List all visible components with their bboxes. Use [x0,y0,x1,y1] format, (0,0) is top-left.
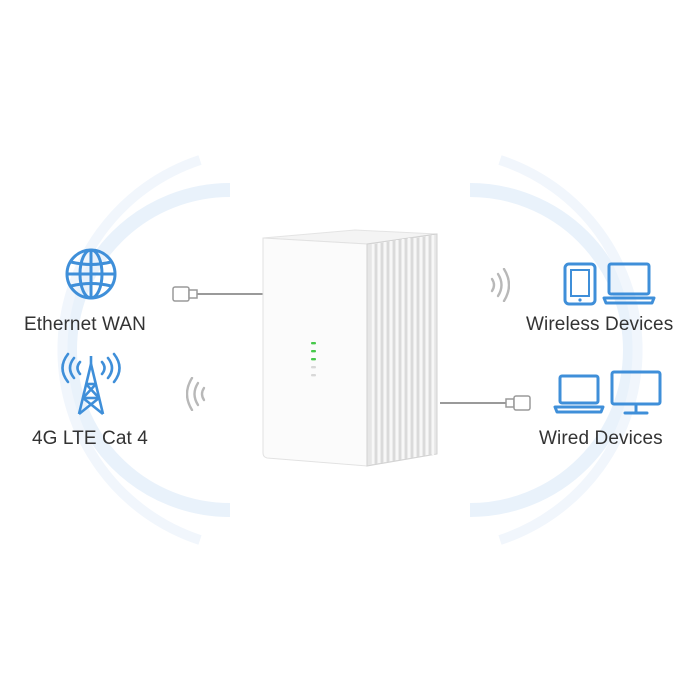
desktop-monitor-icon [610,370,662,415]
ethernet-plug-icon [172,286,190,302]
ethernet-wan-cable [172,286,270,302]
globe-icon [65,248,117,300]
wired-devices-label: Wired Devices [539,428,663,449]
ethernet-wan-label: Ethernet WAN [24,314,146,335]
lte-label: 4G LTE Cat 4 [32,428,148,449]
tablet-icon [563,262,597,306]
ethernet-plug-icon [513,395,531,411]
router-device [262,229,438,467]
cell-tower-icon [61,352,121,416]
laptop-icon [553,374,605,414]
wireless-devices-label: Wireless Devices [526,314,674,335]
laptop-icon [602,262,656,305]
wifi-signal-icon [490,268,510,302]
wired-devices-cable [440,395,531,411]
router-status-leds [311,342,316,377]
wifi-signal-icon [186,377,206,411]
